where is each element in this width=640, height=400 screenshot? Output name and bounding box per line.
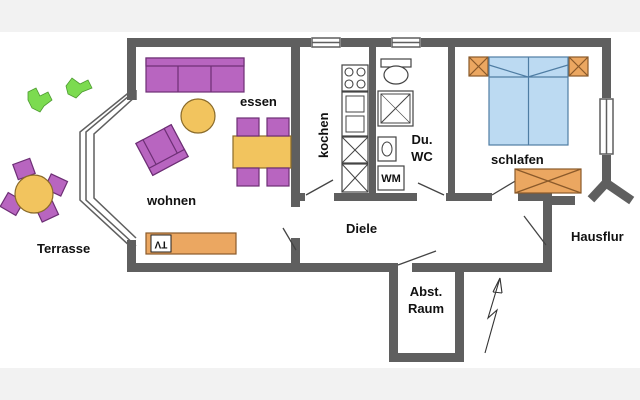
walls (127, 38, 611, 362)
room-label-wohnen: wohnen (146, 193, 196, 208)
bedroom-furniture (468, 56, 589, 194)
sofa (145, 57, 245, 93)
stove-burner-icon (344, 67, 366, 89)
kitchen-furniture (341, 64, 369, 193)
plant-icon (65, 77, 93, 99)
room-label-wc: WC (411, 149, 433, 164)
doors (282, 179, 547, 266)
windows (311, 37, 614, 155)
room-label-du: Du. (412, 132, 433, 147)
room-label-abst: Abst. (410, 284, 443, 299)
area-label-terrasse: Terrasse (37, 241, 90, 256)
dining-chairs (236, 117, 290, 187)
coffee-table (180, 98, 216, 134)
terrace-furniture (0, 77, 93, 223)
top-band (0, 0, 640, 32)
washing-machine (377, 165, 405, 191)
corner-brace (587, 176, 635, 205)
dresser (514, 168, 582, 194)
tv-label: TV (154, 238, 167, 249)
area-label-hausflur: Hausflur (571, 229, 624, 244)
room-label-kochen: kochen (316, 112, 331, 158)
tv-icon (150, 234, 172, 253)
room-label-raum: Raum (408, 301, 444, 316)
armchair (135, 123, 189, 177)
bottom-band (0, 368, 640, 400)
toilet-icon (380, 58, 412, 85)
double-bed (488, 56, 569, 146)
bathroom-fixtures: WM (377, 58, 414, 191)
bedside-table (468, 56, 489, 77)
bay-window (79, 89, 137, 249)
room-label-diele: Diele (346, 221, 377, 236)
room-label-schlafen: schlafen (491, 152, 544, 167)
wm-label: WM (381, 173, 401, 185)
plant-icon (27, 87, 53, 113)
terrace-table (14, 174, 54, 214)
living-furniture: TV (135, 57, 292, 255)
washbasin (377, 136, 397, 162)
bedside-table (568, 56, 589, 77)
room-label-essen: essen (240, 94, 277, 109)
north-arrow-icon (484, 277, 503, 354)
dining-table (232, 135, 292, 169)
